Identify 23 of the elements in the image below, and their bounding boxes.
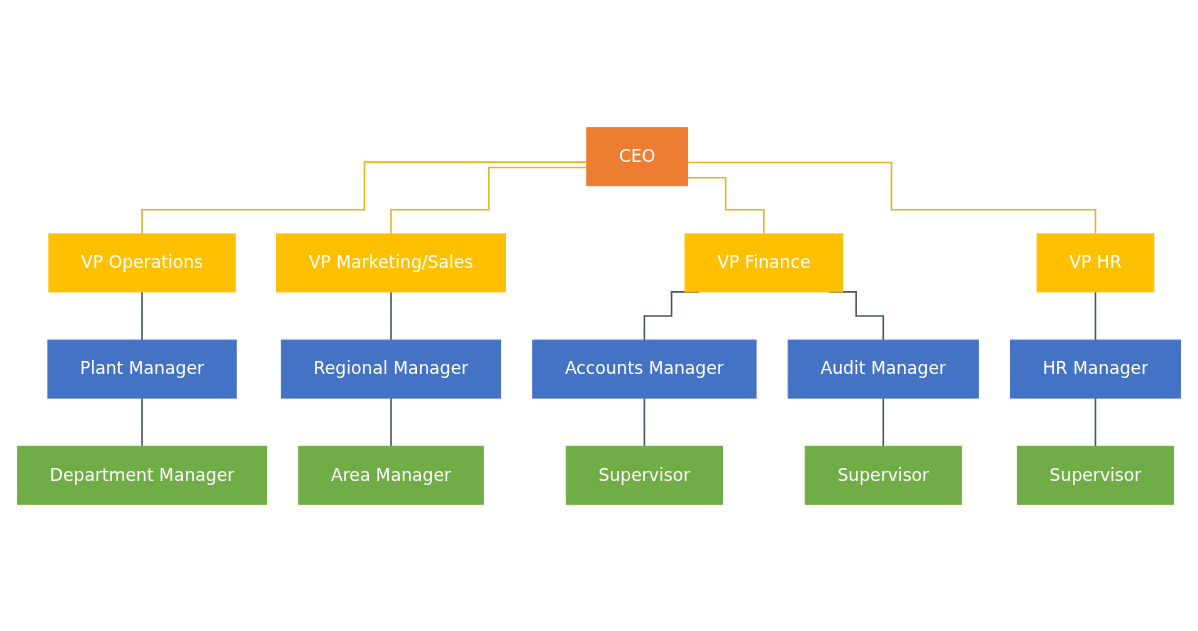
node-box: Supervisor <box>565 445 723 505</box>
node-box: Plant Manager <box>47 339 237 399</box>
node-box: Audit Manager <box>787 339 979 399</box>
node-box: Regional Manager <box>280 339 502 399</box>
node-box: Area Manager <box>298 445 484 505</box>
node-box: VP Operations <box>48 232 236 292</box>
connector <box>643 396 646 447</box>
node-box: Supervisor <box>804 445 962 505</box>
node-box: VP Finance <box>684 232 844 292</box>
connector <box>1094 396 1097 447</box>
node-box: CEO <box>586 126 689 186</box>
node-box: HR Manager <box>1009 339 1181 399</box>
node-box: Department Manager <box>17 445 268 505</box>
connector <box>390 396 392 447</box>
node-box: Supervisor <box>1016 445 1175 505</box>
node-box: VP HR <box>1036 232 1155 292</box>
connector <box>390 290 392 341</box>
connector <box>141 396 143 447</box>
connector <box>141 290 143 341</box>
node-box: Accounts Manager <box>532 339 757 399</box>
connector <box>882 396 885 447</box>
node-box: VP Marketing/Sales <box>276 232 506 292</box>
connector <box>1094 290 1097 341</box>
